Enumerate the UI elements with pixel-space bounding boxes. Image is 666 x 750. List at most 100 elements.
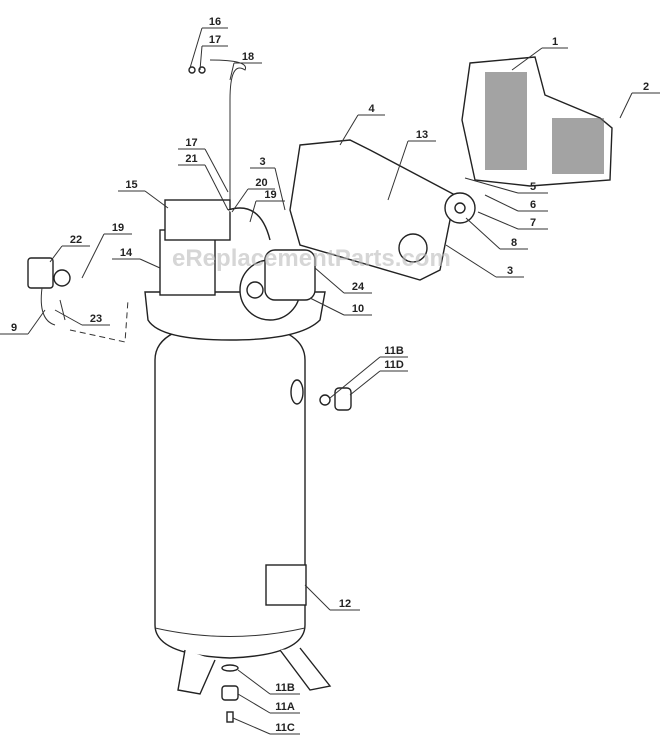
callout-12: 12 bbox=[304, 584, 360, 611]
callout-label: 11B bbox=[384, 345, 404, 357]
callout-leader bbox=[309, 297, 345, 316]
callout-8: 8 bbox=[465, 217, 528, 250]
callout-10: 10 bbox=[309, 297, 372, 316]
callout-label: 18 bbox=[242, 51, 254, 63]
callout-label: 7 bbox=[530, 217, 536, 229]
callout-label: 19 bbox=[264, 189, 276, 201]
callout-label: 6 bbox=[530, 199, 536, 211]
drain-and-check-valves bbox=[221, 387, 352, 723]
callout-11A: 11A bbox=[237, 693, 300, 714]
callout-9: 9 bbox=[0, 309, 46, 335]
callout-label: 13 bbox=[416, 129, 428, 141]
callout-22: 22 bbox=[49, 234, 90, 263]
callout-4: 4 bbox=[339, 103, 385, 146]
callout-leader bbox=[204, 148, 229, 193]
callout-leader bbox=[54, 309, 83, 326]
callout-label: 20 bbox=[255, 177, 267, 189]
callout-label: 9 bbox=[11, 322, 17, 334]
callout-11B: 11B bbox=[237, 669, 300, 695]
callout-label: 11B bbox=[275, 682, 295, 694]
callout-leader bbox=[445, 244, 497, 278]
callout-3: 3 bbox=[250, 156, 286, 211]
callout-label: 3 bbox=[507, 265, 513, 277]
callout-label: 16 bbox=[209, 16, 221, 28]
callout-leader bbox=[619, 92, 633, 119]
callout-leader bbox=[49, 245, 63, 263]
callout-1: 1 bbox=[511, 36, 568, 71]
callout-leader bbox=[81, 233, 105, 279]
callout-label: 21 bbox=[185, 153, 197, 165]
callout-7: 7 bbox=[477, 211, 548, 230]
callout-leader bbox=[139, 258, 161, 269]
callout-label: 1 bbox=[552, 36, 558, 48]
callout-label: 2 bbox=[643, 81, 649, 93]
callout-leader bbox=[387, 140, 409, 201]
callout-leader bbox=[189, 27, 203, 69]
callout-label: 10 bbox=[352, 303, 364, 315]
pump-assembly bbox=[144, 59, 326, 341]
callout-label: 14 bbox=[120, 247, 133, 259]
callout-leader bbox=[237, 693, 271, 714]
callout-label: 17 bbox=[209, 34, 221, 46]
callout-leader bbox=[339, 114, 359, 146]
callout-14: 14 bbox=[112, 247, 161, 269]
callout-label: 11A bbox=[275, 701, 295, 713]
callout-16: 16 bbox=[189, 16, 228, 69]
callout-leader bbox=[274, 167, 286, 211]
callout-leader bbox=[314, 267, 345, 294]
belt-guard bbox=[289, 139, 476, 281]
guard-cover bbox=[461, 56, 613, 187]
callout-label: 19 bbox=[112, 222, 124, 234]
callout-label: 3 bbox=[259, 156, 265, 168]
callout-3: 3 bbox=[445, 244, 524, 278]
callout-label: 5 bbox=[530, 181, 536, 193]
callout-11B: 11B bbox=[329, 345, 408, 399]
callout-leader bbox=[511, 47, 543, 71]
callout-2: 2 bbox=[619, 81, 660, 119]
air-tank bbox=[154, 321, 332, 695]
callout-label: 15 bbox=[125, 179, 137, 191]
callout-17: 17 bbox=[199, 34, 228, 71]
callout-leader bbox=[231, 188, 249, 213]
callout-label: 4 bbox=[368, 103, 375, 115]
callout-leader bbox=[465, 217, 501, 250]
callout-17: 17 bbox=[178, 137, 229, 193]
callout-19: 19 bbox=[249, 189, 285, 223]
callout-leader bbox=[199, 45, 203, 71]
callout-23: 23 bbox=[54, 309, 110, 326]
callout-5: 5 bbox=[464, 177, 548, 194]
callout-13: 13 bbox=[387, 129, 436, 201]
callout-leader bbox=[229, 62, 235, 81]
callout-leader bbox=[484, 194, 519, 212]
callout-label: 23 bbox=[90, 313, 102, 325]
callout-label: 17 bbox=[185, 137, 197, 149]
callout-21: 21 bbox=[178, 153, 229, 211]
watermark: eReplacementParts.com bbox=[172, 245, 451, 272]
callout-20: 20 bbox=[231, 177, 275, 213]
callout-leader bbox=[232, 717, 271, 735]
callout-15: 15 bbox=[118, 179, 169, 209]
callout-19: 19 bbox=[81, 222, 132, 279]
callout-label: 11C bbox=[275, 722, 295, 734]
callout-label: 22 bbox=[70, 234, 82, 246]
callout-leader bbox=[464, 177, 519, 194]
callout-24: 24 bbox=[314, 267, 372, 294]
callout-11D: 11D bbox=[349, 359, 408, 396]
pressure-switch bbox=[27, 257, 129, 343]
callout-leader bbox=[349, 370, 381, 396]
callout-6: 6 bbox=[484, 194, 548, 212]
callout-leader bbox=[27, 309, 46, 335]
callout-leader bbox=[249, 200, 257, 223]
callout-leader bbox=[329, 356, 381, 399]
callout-label: 24 bbox=[352, 281, 365, 293]
callout-label: 8 bbox=[511, 237, 517, 249]
callout-leader bbox=[144, 190, 169, 209]
callout-leader bbox=[237, 669, 271, 695]
callout-label: 11D bbox=[384, 359, 404, 371]
callout-leader bbox=[304, 584, 331, 611]
callout-leader bbox=[204, 164, 229, 211]
callout-18: 18 bbox=[229, 51, 262, 81]
